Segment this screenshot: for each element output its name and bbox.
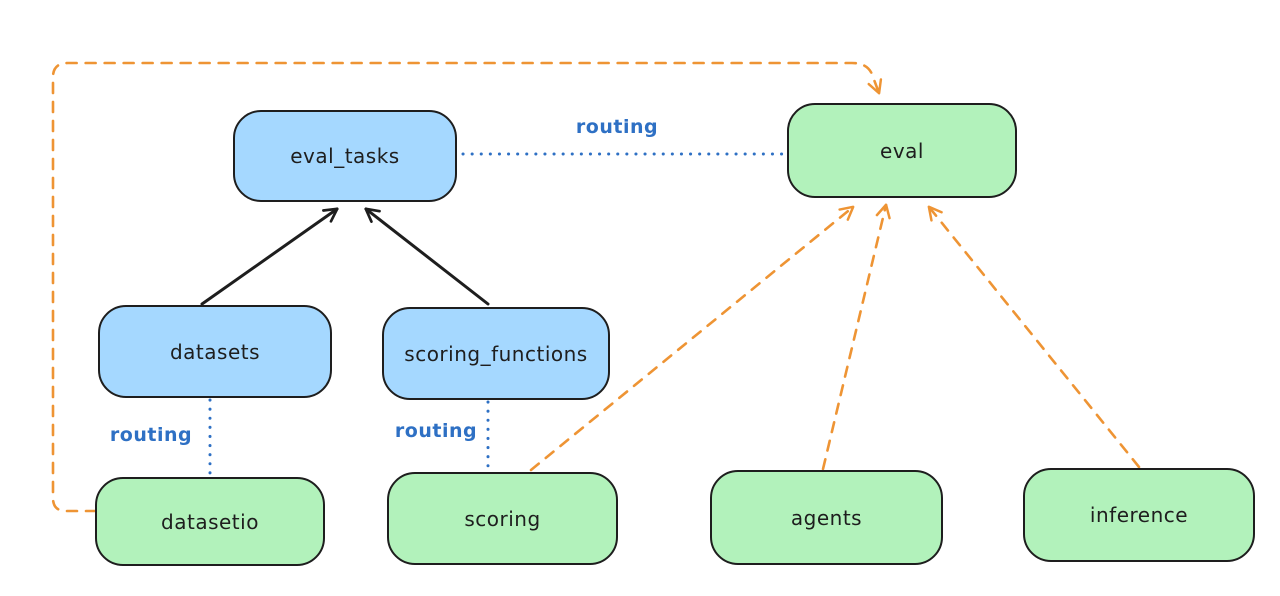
- node-inference: inference: [1023, 468, 1255, 562]
- node-agents: agents: [710, 470, 943, 565]
- node-scoring-functions: scoring_functions: [382, 307, 610, 400]
- node-scoring: scoring: [387, 472, 618, 565]
- edge-scoring-eval: [529, 205, 855, 472]
- node-datasetio: datasetio: [95, 477, 325, 566]
- edge-scoring_functions-eval_tasks: [364, 207, 490, 306]
- node-eval: eval: [787, 103, 1017, 198]
- edge-datasets-eval_tasks: [200, 207, 339, 306]
- node-scoring-label: scoring: [464, 506, 541, 531]
- node-eval-tasks-label: eval_tasks: [290, 144, 400, 168]
- edge-label-routing-datasets-datasetio: routing: [109, 424, 193, 446]
- node-scoring-functions-label: scoring_functions: [404, 341, 588, 366]
- node-agents-label: agents: [790, 505, 863, 530]
- node-eval-tasks: eval_tasks: [233, 110, 457, 202]
- edge-datasetio-eval: [51, 61, 883, 513]
- edge-label-routing-scoring-functions-scoring: routing: [394, 420, 478, 442]
- node-eval-label: eval: [880, 138, 924, 163]
- edge-agents-eval: [821, 203, 891, 471]
- node-datasetio-label: datasetio: [161, 509, 259, 534]
- edge-inference-eval: [927, 205, 1141, 469]
- node-datasets-label: datasets: [169, 339, 261, 364]
- node-datasets: datasets: [98, 305, 332, 398]
- node-inference-label: inference: [1089, 503, 1189, 527]
- edge-label-routing-eval-tasks-eval: routing: [575, 116, 659, 138]
